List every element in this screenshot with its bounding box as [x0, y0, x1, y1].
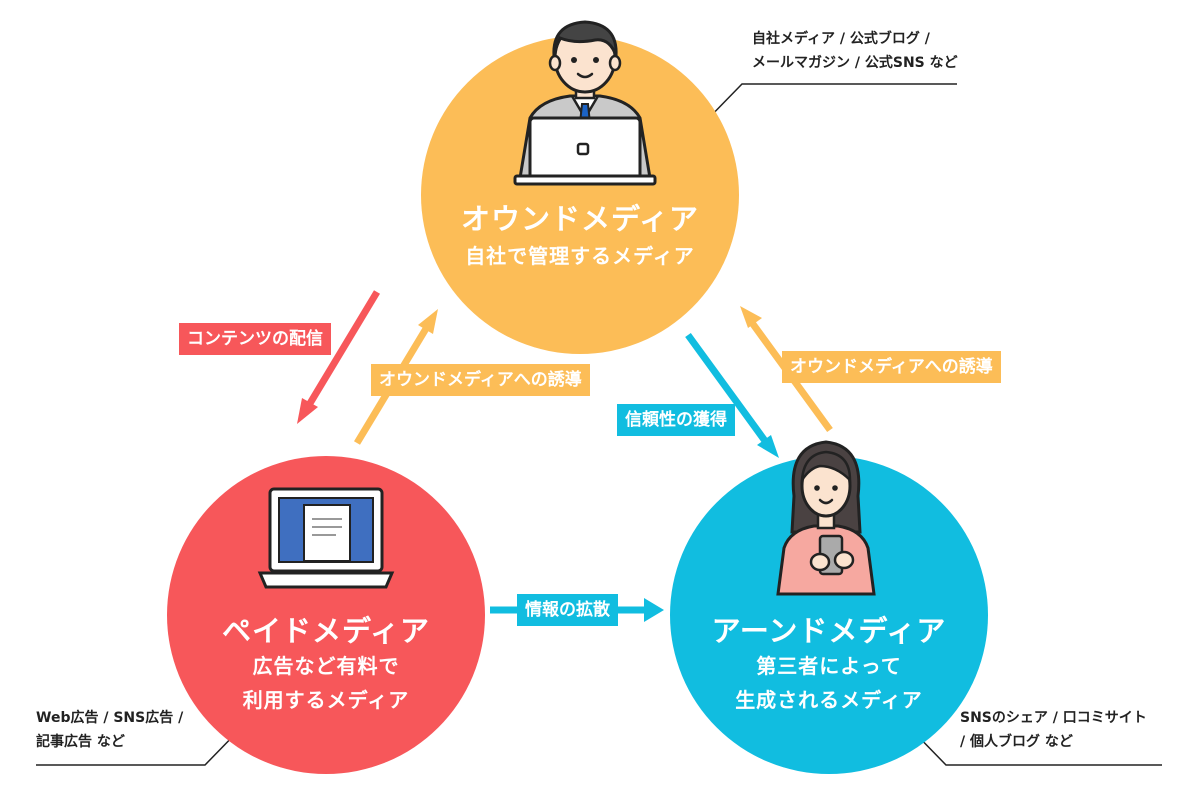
- leader-owned: [697, 83, 957, 130]
- paid-media-title: ペイドメディア: [222, 614, 430, 648]
- arrow-distribute: [297, 290, 380, 424]
- owned-media-title: オウンドメディア: [461, 202, 699, 236]
- paid-media-examples: Web広告 / SNS広告 / 記事広告 など: [36, 710, 184, 750]
- earned-media-examples: SNSのシェア / 口コミサイト / 個人ブログ など: [960, 710, 1147, 750]
- laptop-screen-icon: [257, 487, 395, 589]
- businessman-laptop-icon: [513, 20, 657, 186]
- label-owned-induction-right: オウンドメディアへの誘導: [782, 351, 1001, 383]
- paid-media-description: 広告など有料で 利用するメディア: [242, 654, 410, 712]
- owned-media-circle: オウンドメディア 自社で管理するメディア: [421, 36, 739, 354]
- label-content-distribution: コンテンツの配信: [179, 323, 331, 355]
- owned-media-examples: 自社メディア / 公式ブログ / メールマガジン / 公式SNS など: [752, 31, 958, 71]
- label-owned-induction-left: オウンドメディアへの誘導: [371, 364, 590, 396]
- earned-media-description: 第三者によって 生成されるメディア: [735, 654, 923, 712]
- arrow-trust: [685, 332, 779, 458]
- owned-media-description: 自社で管理するメディア: [465, 244, 695, 268]
- earned-media-circle: アーンドメディア 第三者によって 生成されるメディア: [670, 456, 988, 774]
- label-information-spread: 情報の拡散: [517, 594, 618, 626]
- woman-smartphone-icon: [776, 440, 876, 596]
- earned-media-title: アーンドメディア: [711, 614, 947, 648]
- label-trust-acquisition: 信頼性の獲得: [617, 404, 735, 436]
